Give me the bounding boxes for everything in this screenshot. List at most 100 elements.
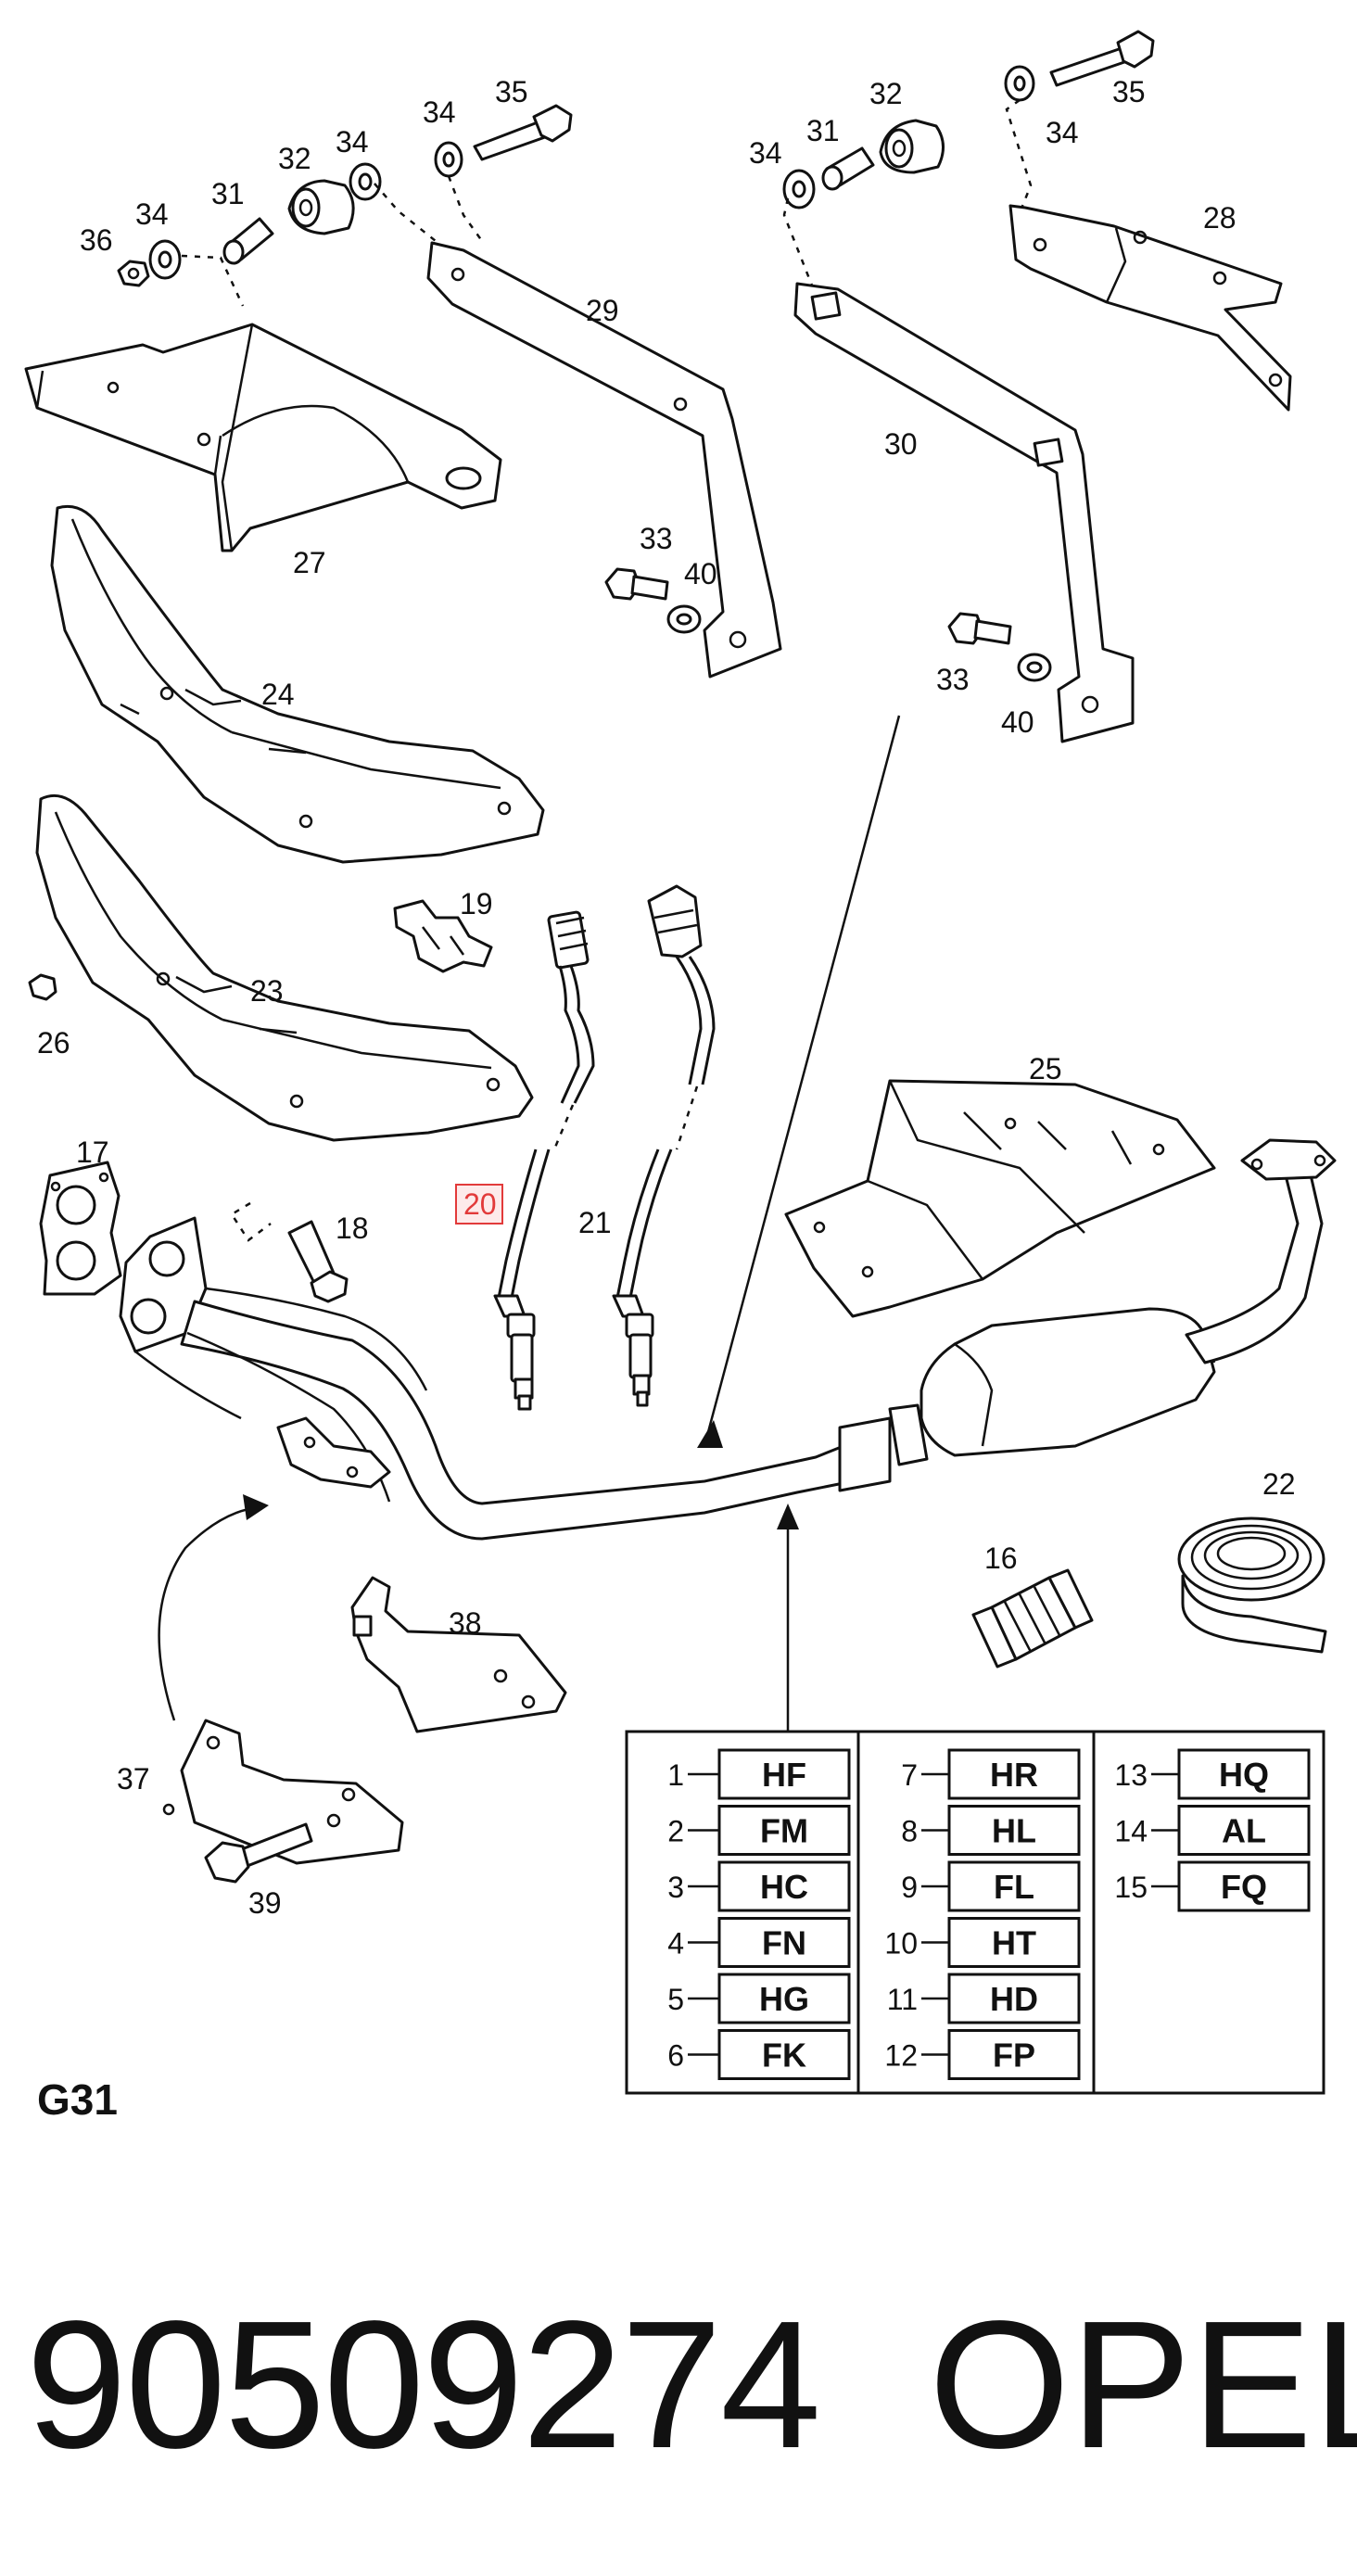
code-value: AL <box>1222 1812 1266 1850</box>
code-row-number: 9 <box>901 1871 918 1904</box>
code-row-5: 5 HG <box>667 1973 851 2024</box>
bolt-18 <box>287 1220 349 1303</box>
callout-27: 27 <box>293 546 326 579</box>
washer-40-left <box>666 604 702 634</box>
code-value: FN <box>762 1924 806 1962</box>
nut-36 <box>117 260 150 287</box>
callout-36: 36 <box>80 223 113 257</box>
code-value: HD <box>990 1980 1038 2018</box>
arrow-head-upper <box>697 1420 723 1448</box>
callout-34: 34 <box>1046 116 1079 149</box>
washer-34-top <box>434 141 463 178</box>
rubber-bushing-32-left <box>287 179 355 235</box>
exhaust-front-pipe <box>119 1216 845 1541</box>
code-value: FP <box>993 2037 1035 2075</box>
arrow-head-lower <box>777 1504 799 1529</box>
code-row-12: 12 FP <box>884 2029 1081 2080</box>
callout-25: 25 <box>1029 1052 1062 1085</box>
code-value: HC <box>760 1868 808 1906</box>
code-row-number: 11 <box>887 1983 918 2016</box>
code-box <box>717 1860 851 1912</box>
callout-24: 24 <box>261 678 295 711</box>
arrow-curved <box>158 1505 260 1721</box>
callout-37: 37 <box>117 1762 150 1796</box>
sleeve-31-left <box>222 217 274 265</box>
oxygen-sensor-20 <box>493 910 595 1411</box>
code-row-number: 7 <box>901 1758 918 1792</box>
code-box <box>947 1748 1081 1800</box>
part-number: 90509274 <box>26 2283 821 2486</box>
code-box <box>947 2029 1081 2080</box>
heat-shield-25 <box>784 1079 1216 1318</box>
highlight-box-20 <box>455 1184 503 1225</box>
bolt-35-right <box>1049 30 1155 87</box>
callout-33: 33 <box>936 663 970 696</box>
code-box <box>717 1748 851 1800</box>
callout-40: 40 <box>1001 705 1034 739</box>
callout-31: 31 <box>806 114 840 147</box>
code-value: HG <box>759 1980 809 2018</box>
callout-33: 33 <box>640 522 673 555</box>
code-box <box>947 1805 1081 1856</box>
rubber-bushing-32-right <box>879 119 945 174</box>
callout-28: 28 <box>1203 201 1237 235</box>
diagram-id: G31 <box>37 2075 118 2124</box>
code-box <box>717 1917 851 1968</box>
callout-labels: 36 34 31 32 34 34 35 29 27 34 31 32 34 3… <box>37 75 1296 1920</box>
code-box <box>1177 1748 1311 1800</box>
flex-joint-16 <box>971 1568 1094 1669</box>
callout-40: 40 <box>684 557 717 590</box>
heat-shield-24 <box>50 505 545 864</box>
callout-19: 19 <box>460 887 493 920</box>
callout-38: 38 <box>449 1606 482 1640</box>
code-value: FM <box>760 1812 808 1850</box>
callout-34: 34 <box>135 197 169 231</box>
insulation-tape-22 <box>1177 1516 1327 1654</box>
brand-name: OPEL <box>929 2283 1357 2486</box>
oxygen-sensor-21 <box>612 884 716 1407</box>
nut-26 <box>28 973 57 1001</box>
bolt-35-left <box>473 104 573 161</box>
code-row-number: 14 <box>1114 1815 1148 1848</box>
callout-39: 39 <box>248 1886 282 1920</box>
callout-34: 34 <box>423 95 456 129</box>
callout-34: 34 <box>336 125 369 159</box>
callout-31: 31 <box>211 177 245 210</box>
code-box <box>947 1860 1081 1912</box>
code-row-number: 12 <box>884 2039 918 2073</box>
code-box <box>1177 1860 1311 1912</box>
bracket-28 <box>1008 204 1292 412</box>
code-row-7: 7 HR <box>901 1748 1081 1800</box>
callout-18: 18 <box>336 1212 369 1245</box>
code-row-number: 15 <box>1114 1871 1148 1904</box>
callout-23: 23 <box>250 974 284 1008</box>
code-box <box>947 1973 1081 2024</box>
catalytic-converter <box>838 1138 1337 1492</box>
washer-34-left-a <box>148 239 182 280</box>
code-value: HF <box>762 1756 806 1794</box>
heat-shield-23 <box>35 794 534 1142</box>
bracket-27 <box>24 323 502 552</box>
bracket-29 <box>426 241 782 679</box>
arrow-to-converter <box>703 715 901 1447</box>
code-row-number: 13 <box>1114 1758 1148 1792</box>
code-row-number: 5 <box>667 1983 684 2016</box>
code-box <box>717 2029 851 2080</box>
code-value: HR <box>990 1756 1038 1794</box>
bolt-33-left <box>604 567 669 601</box>
clip-19 <box>393 899 493 973</box>
bolt-33-right <box>947 612 1012 645</box>
callout-32: 32 <box>869 77 903 110</box>
washer-34-left-b <box>349 162 382 201</box>
code-value: HL <box>992 1812 1036 1850</box>
callout-35: 35 <box>495 75 528 108</box>
